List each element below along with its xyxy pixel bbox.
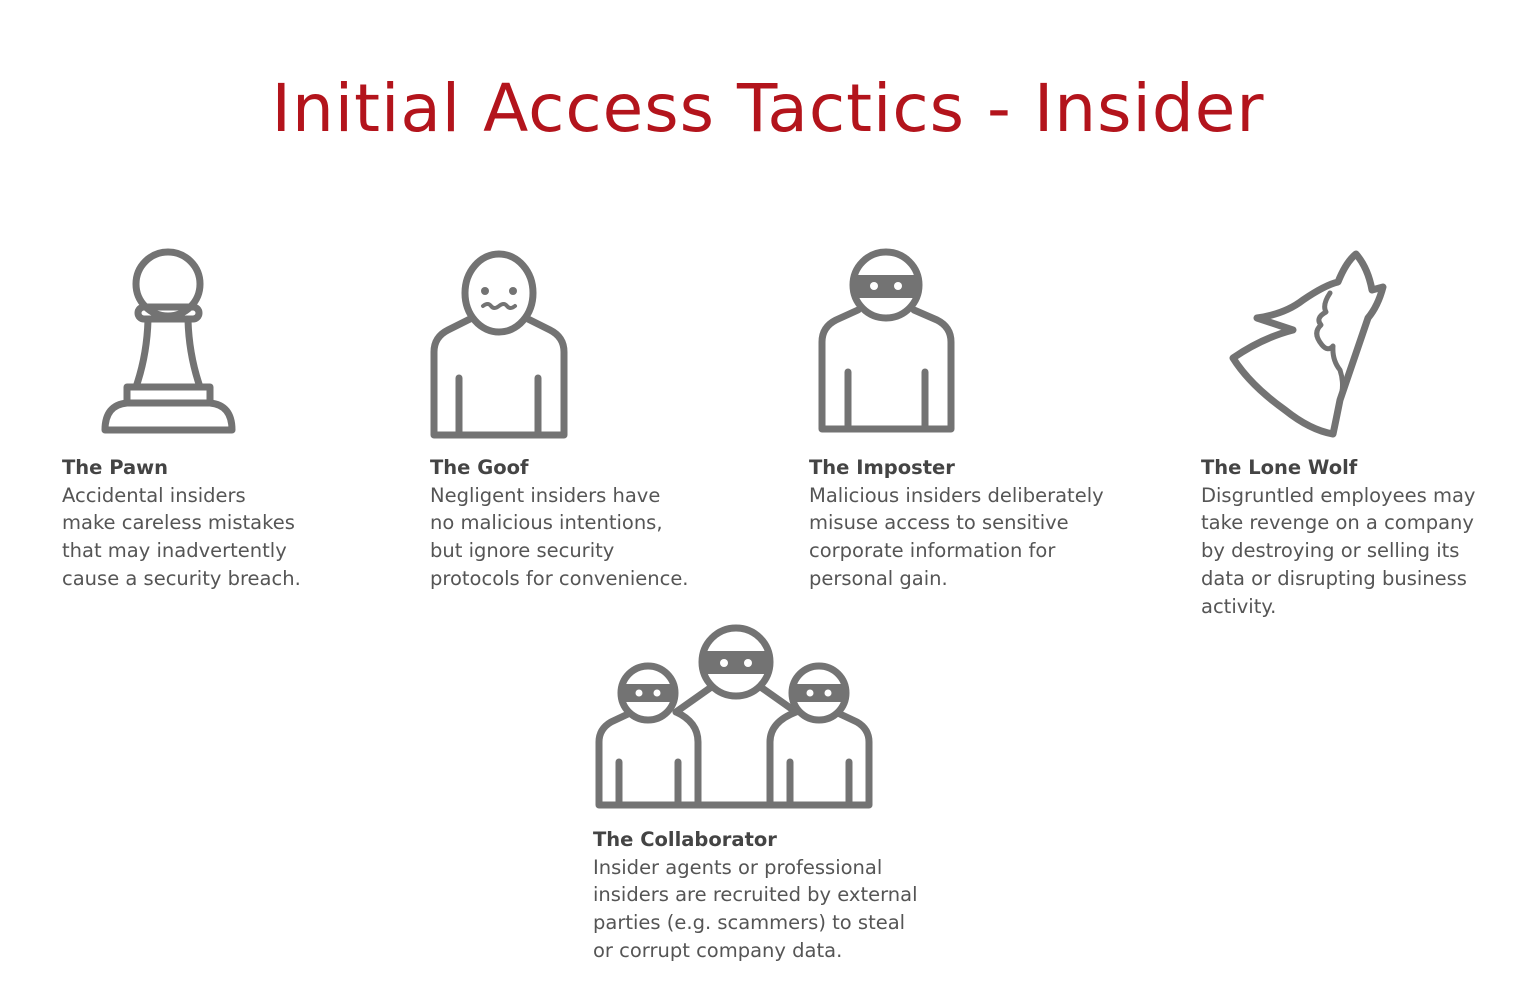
- card-body: Negligent insiders have no malicious int…: [430, 483, 689, 590]
- masked-group-icon: [595, 624, 873, 809]
- nervous-person-icon: [430, 250, 568, 439]
- card-pawn: The Pawn Accidental insiders make carele…: [62, 454, 301, 593]
- card-heading: The Goof: [430, 456, 529, 479]
- card-lone-wolf: The Lone Wolf Disgruntled employees may …: [1201, 454, 1475, 620]
- card-body: Accidental insiders make careless mistak…: [62, 483, 301, 590]
- card-imposter: The Imposter Malicious insiders delibera…: [809, 454, 1104, 593]
- card-collaborator: The Collaborator Insider agents or profe…: [593, 826, 918, 965]
- card-goof: The Goof Negligent insiders have no mali…: [430, 454, 689, 593]
- card-body: Disgruntled employees may take revenge o…: [1201, 483, 1476, 618]
- card-heading: The Lone Wolf: [1201, 456, 1358, 479]
- card-body: Malicious insiders deliberately misuse a…: [809, 483, 1104, 590]
- page-title: Initial Access Tactics - Insider: [271, 70, 1265, 147]
- masked-person-icon: [818, 248, 955, 433]
- card-heading: The Pawn: [62, 456, 169, 479]
- pawn-icon: [101, 248, 236, 434]
- card-heading: The Collaborator: [593, 828, 777, 851]
- card-body: Insider agents or professional insiders …: [593, 855, 918, 962]
- card-heading: The Imposter: [809, 456, 955, 479]
- howling-wolf-icon: [1229, 250, 1387, 438]
